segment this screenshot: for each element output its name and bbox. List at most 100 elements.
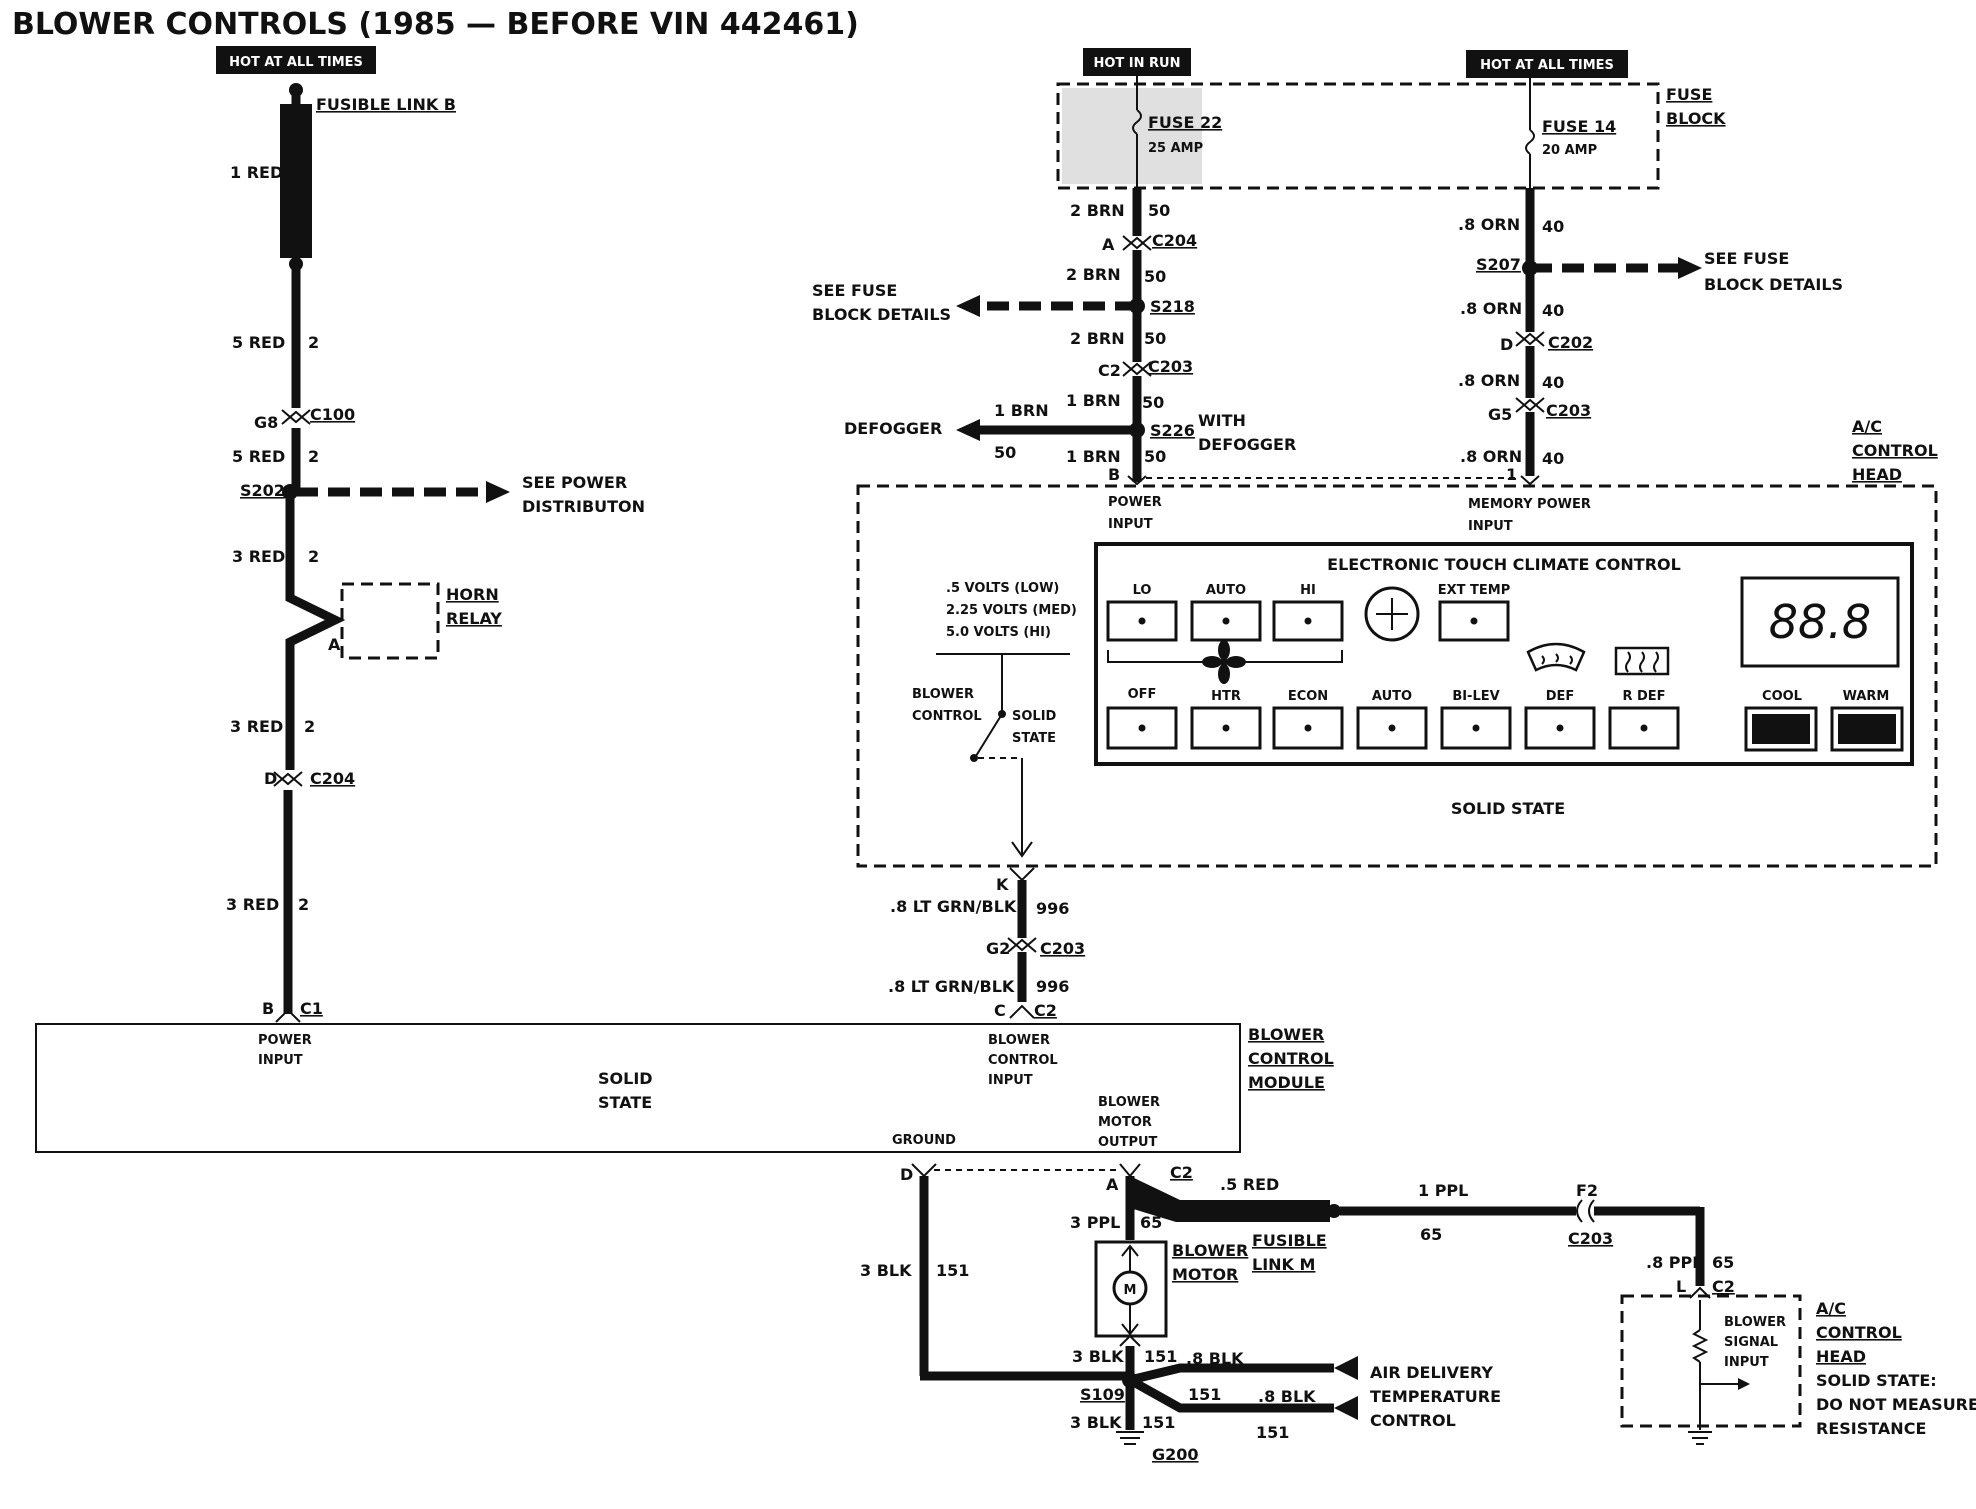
connector-pin: C [994, 1001, 1006, 1020]
bi-lev-button[interactable] [1440, 706, 1512, 750]
blower-motor-label: BLOWER [1172, 1241, 1248, 1260]
rear-defrost-icon [1614, 646, 1670, 676]
fuse-14-label: FUSE 14 [1542, 117, 1616, 136]
lo-button-label: LO [1133, 583, 1152, 598]
horn-relay-label: HORN [446, 585, 499, 604]
wire-label: 1 PPL [1418, 1181, 1468, 1200]
voltage-spec: .5 VOLTS (LOW) [946, 581, 1059, 596]
circuit-number: 996 [1036, 899, 1069, 918]
defrost-icon [1526, 642, 1586, 672]
wire-label: .8 BLK [1258, 1387, 1316, 1406]
circuit-number: 2 [304, 717, 315, 736]
plus-icon[interactable] [1364, 586, 1420, 642]
circuit-number: 40 [1542, 373, 1564, 392]
wire-label: .5 RED [1220, 1175, 1279, 1194]
connector-c203-signal [1007, 937, 1037, 952]
reference-text: SEE FUSE [812, 281, 897, 300]
ext-temp-button-label: EXT TEMP [1438, 583, 1511, 598]
control-head-label: A/C [1816, 1299, 1846, 1318]
warm-button[interactable] [1830, 706, 1904, 752]
circuit-number: 996 [1036, 977, 1069, 996]
circuit-number: 50 [1148, 201, 1170, 220]
reference-text: SEE POWER [522, 473, 627, 492]
bi-lev-button-label: BI-LEV [1452, 689, 1499, 704]
wire-label: 3 RED [226, 895, 279, 914]
etcc-title: ELECTRONIC TOUCH CLIMATE CONTROL [1327, 555, 1681, 574]
blower-motor-circuit [911, 1163, 1802, 1445]
circuit-number: 151 [1188, 1385, 1221, 1404]
r-def-button-label: R DEF [1622, 689, 1665, 704]
connector-c203-mid [1122, 361, 1152, 376]
fusible-link-b-label: FUSIBLE LINK B [316, 95, 456, 114]
wire-label: 3 PPL [1070, 1213, 1120, 1232]
pin-function-label: SIGNAL [1724, 1335, 1778, 1350]
wire-label: .8 ORN [1460, 299, 1522, 318]
resistor-icon [1691, 1329, 1709, 1363]
connector-pin: F2 [1576, 1181, 1598, 1200]
fuse-block [1056, 76, 1660, 190]
control-head-label: CONTROL [1852, 441, 1938, 460]
pin-function-label: BLOWER [1724, 1315, 1786, 1330]
defogger-label: DEFOGGER [844, 419, 942, 438]
pin-function-label: GROUND [892, 1133, 956, 1148]
circuit-number: 151 [1144, 1347, 1177, 1366]
connector-pin: C2 [1098, 361, 1121, 380]
connector-label: C203 [1546, 401, 1591, 420]
connector-pin: 1 [1506, 465, 1517, 484]
connector-label: C204 [310, 769, 355, 788]
module-label: BLOWER [1248, 1025, 1324, 1044]
note-text: DO NOT MEASURE [1816, 1395, 1976, 1414]
connector-label: C2 [1034, 1001, 1057, 1020]
switch-label: BLOWER [912, 687, 974, 702]
display-panel: 88.8 [1740, 576, 1900, 668]
bottom-button-row: OFF HTR ECON AUTO BI-LEV DEF R DEF COOL … [1106, 642, 1904, 752]
horn-relay-contact [285, 590, 346, 650]
hot-at-all-times-left-label: HOT AT ALL TIMES [216, 46, 376, 74]
circuit-number: 2 [308, 547, 319, 566]
wire-label: .8 BLK [1186, 1349, 1244, 1368]
wire-label: 3 BLK [1072, 1347, 1124, 1366]
splice-label: S109 [1080, 1385, 1125, 1404]
svg-text:HOT AT ALL TIMES: HOT AT ALL TIMES [1480, 58, 1614, 73]
circuit-number: 2 [308, 447, 319, 466]
circuit-number: 50 [1144, 267, 1166, 286]
svg-text:HOT AT ALL TIMES: HOT AT ALL TIMES [229, 55, 363, 70]
ac-control-head [856, 484, 1938, 868]
pin-function-label: OUTPUT [1098, 1135, 1158, 1150]
switch-label: STATE [1012, 731, 1056, 746]
wire-label: 3 RED [230, 717, 283, 736]
wire-label: 3 RED [232, 547, 285, 566]
circuit-number: 151 [936, 1261, 969, 1280]
connector-pin: A [1102, 235, 1115, 254]
motor-symbol-label: M [1124, 1283, 1137, 1298]
circuit-number: 50 [1144, 447, 1166, 466]
circuit-number: 65 [1712, 1253, 1734, 1272]
svg-text:HOT IN RUN: HOT IN RUN [1093, 56, 1180, 71]
connector-label: C204 [1152, 231, 1197, 250]
etcc-panel [1094, 542, 1914, 766]
def-button-label: DEF [1546, 689, 1575, 704]
circuit-number: 50 [1142, 393, 1164, 412]
circuit-number: 65 [1420, 1225, 1442, 1244]
blower-control-switch [936, 653, 1070, 858]
fuse-14-rating: 20 AMP [1542, 143, 1597, 158]
switch-label: CONTROL [912, 709, 982, 724]
connector-pin: D [264, 769, 277, 788]
fuse-22-circuit [956, 188, 1152, 486]
hot-in-run-label: HOT IN RUN [1083, 48, 1191, 76]
splice-label: S226 [1150, 421, 1195, 440]
connector-pin: D [1500, 335, 1513, 354]
fusible-link-m-label: LINK M [1252, 1255, 1315, 1274]
connector-pin: K [996, 875, 1009, 894]
connector-label: C203 [1148, 357, 1193, 376]
circuit-number: 65 [1140, 1213, 1162, 1232]
circuit-number: 40 [1542, 449, 1564, 468]
reference-text: BLOCK DETAILS [812, 305, 951, 324]
connector-label: C2 [1170, 1163, 1193, 1182]
cool-button[interactable] [1744, 706, 1818, 752]
solid-state-label: STATE [598, 1093, 652, 1112]
solid-state-label: SOLID [598, 1069, 653, 1088]
horn-relay-label: RELAY [446, 609, 502, 628]
pin-function-label: INPUT [1724, 1355, 1769, 1370]
fuse-22-symbol [1132, 109, 1142, 135]
